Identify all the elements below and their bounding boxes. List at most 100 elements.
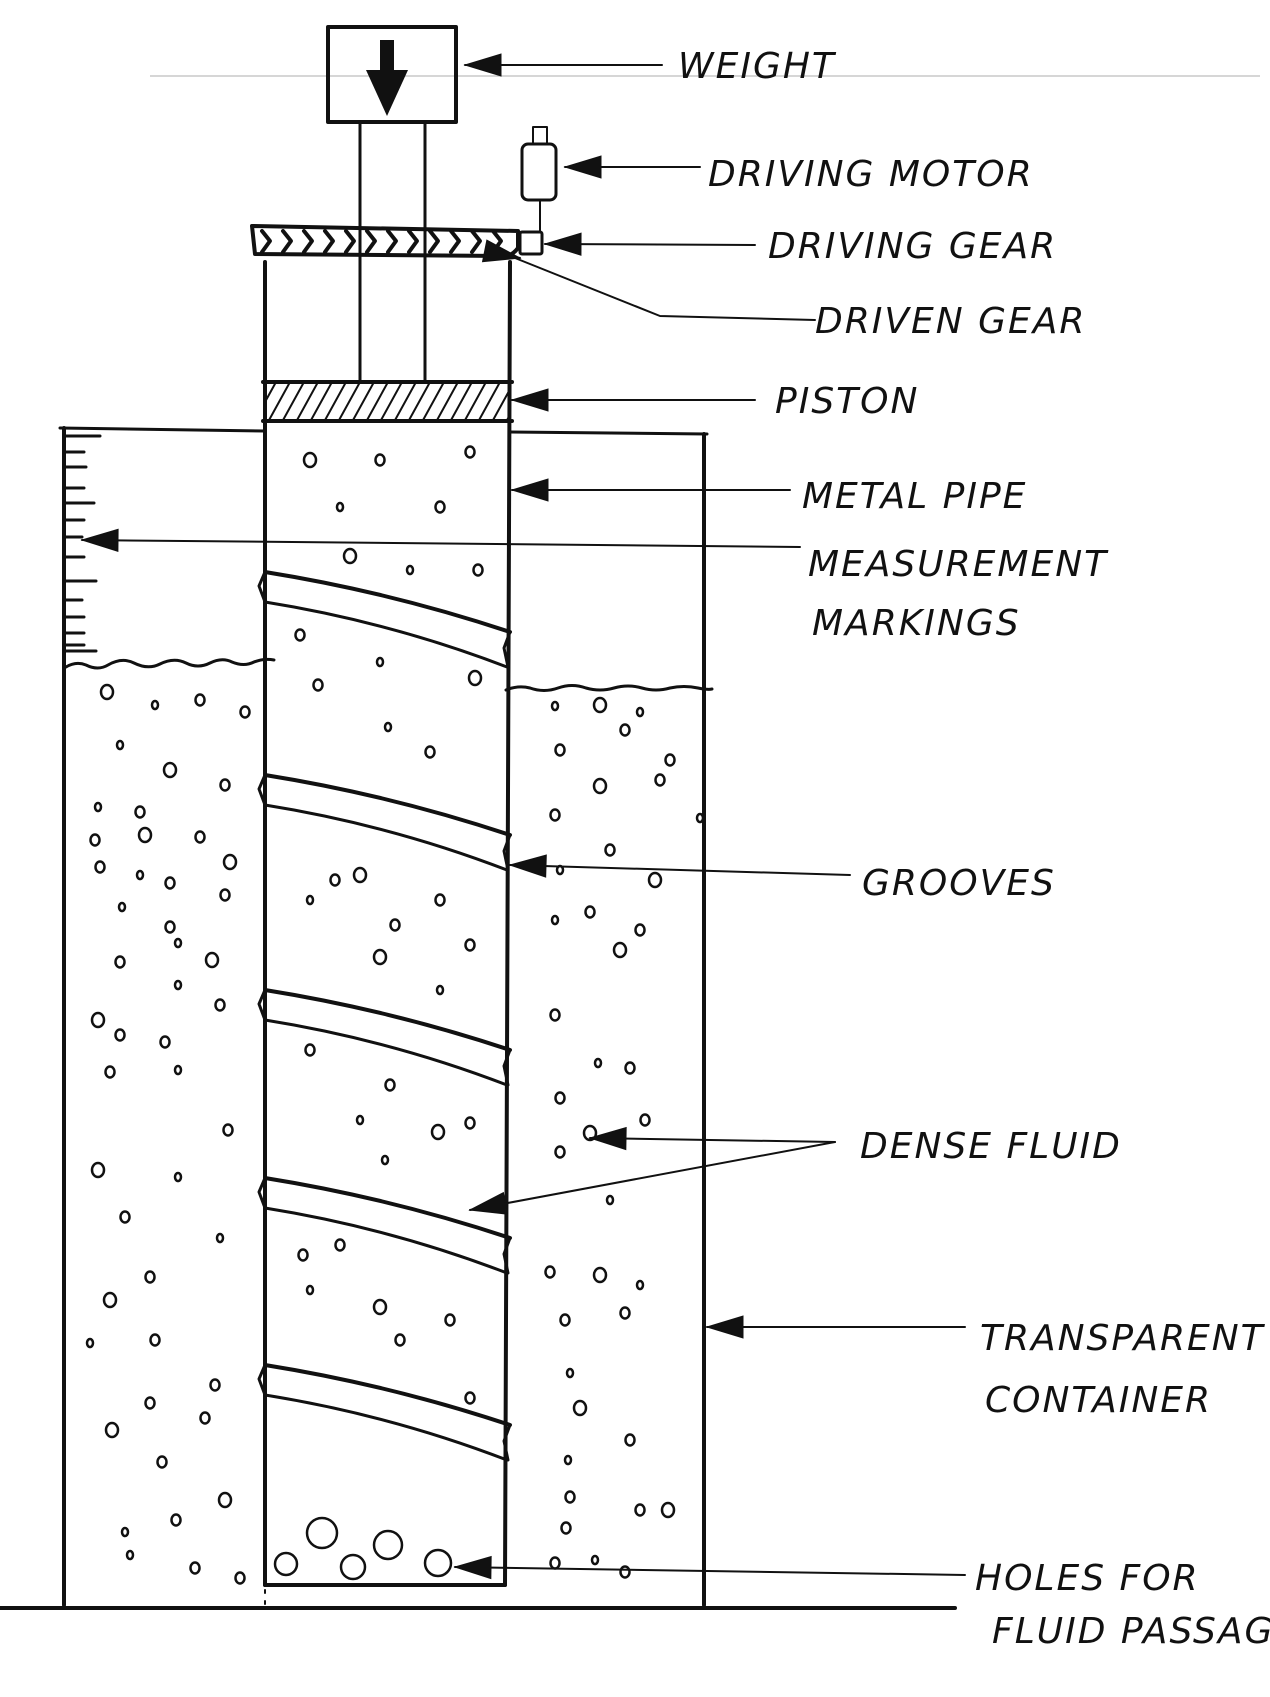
fluid-bubble bbox=[173, 979, 183, 991]
dense-fluid bbox=[85, 445, 705, 1585]
label-holes-1: HOLES FOR bbox=[975, 1558, 1200, 1599]
arrowhead-icon bbox=[705, 1315, 744, 1339]
leader-holes bbox=[453, 1555, 966, 1580]
fluid-bubble bbox=[660, 1501, 676, 1519]
piston-rods bbox=[358, 120, 427, 384]
label-piston: PISTON bbox=[775, 381, 919, 422]
fluid-bubble bbox=[214, 998, 226, 1012]
fluid-bubble bbox=[312, 678, 324, 692]
fluid-bubble bbox=[549, 1556, 561, 1570]
fluid-bubble bbox=[94, 860, 106, 874]
fluid-bubble bbox=[234, 1571, 246, 1585]
fluid-bubble bbox=[89, 833, 101, 847]
fluid-bubble bbox=[549, 808, 561, 822]
gear-tooth bbox=[323, 229, 335, 254]
fluid-surface-left bbox=[64, 657, 276, 670]
piston bbox=[261, 380, 514, 423]
arrowhead-icon bbox=[481, 239, 522, 263]
gear-tooth bbox=[386, 229, 398, 254]
fluid-bubble bbox=[394, 1333, 406, 1347]
fluid-bubble bbox=[554, 743, 566, 757]
leader-metal-pipe bbox=[510, 478, 791, 502]
fluid-bubble bbox=[219, 888, 231, 902]
fluid-bubble bbox=[189, 1561, 201, 1575]
fluid-bubble bbox=[619, 723, 631, 737]
fluid-bubble bbox=[544, 1265, 556, 1279]
fluid-bubble bbox=[564, 1490, 576, 1504]
label-transparent-container-2: CONTAINER bbox=[985, 1380, 1212, 1421]
down-arrow-icon bbox=[366, 40, 408, 116]
piston-hatch-line bbox=[407, 382, 431, 422]
fluid-bubble bbox=[430, 1123, 446, 1141]
fluid-bubble bbox=[592, 777, 608, 795]
fluid-bubble bbox=[639, 1113, 651, 1127]
leader-driving-motor bbox=[563, 155, 701, 179]
hole bbox=[423, 1548, 453, 1578]
piston-hatch-line bbox=[281, 382, 305, 422]
fluid-bubble bbox=[434, 893, 446, 907]
gear-tooth bbox=[260, 229, 272, 254]
fluid-bubble bbox=[560, 1521, 572, 1535]
fluid-bubble bbox=[159, 1035, 171, 1049]
fluid-bubble bbox=[93, 801, 103, 813]
driven-gear bbox=[250, 224, 520, 258]
piston-hatch-line bbox=[505, 412, 510, 422]
fluid-bubble bbox=[464, 1116, 476, 1130]
fluid-bubble bbox=[194, 693, 206, 707]
fluid-bubble bbox=[635, 1279, 645, 1291]
fluid-bubble bbox=[550, 914, 560, 926]
fluid-bubble bbox=[372, 1298, 388, 1316]
fluid-bubble bbox=[467, 669, 483, 687]
fluid-bubble bbox=[305, 894, 315, 906]
arrowhead-icon bbox=[453, 1555, 492, 1580]
label-driving-motor: DRIVING MOTOR bbox=[708, 154, 1034, 195]
arrowhead-icon bbox=[543, 232, 582, 256]
fluid-bubble bbox=[164, 876, 176, 890]
fluid-surface-right bbox=[504, 684, 714, 692]
arrowhead-icon bbox=[463, 53, 502, 77]
fluid-bubble bbox=[559, 1313, 571, 1327]
piston-hatch-line bbox=[477, 382, 501, 422]
arrowhead-icon bbox=[510, 388, 549, 412]
fluid-bubble bbox=[90, 1011, 106, 1029]
gear-tooth bbox=[344, 229, 356, 254]
piston-hatch-line bbox=[351, 382, 375, 422]
fluid-bubble bbox=[464, 445, 476, 459]
fluid-bubble bbox=[380, 1154, 390, 1166]
label-holes-2: FLUID PASSAGE bbox=[992, 1611, 1270, 1652]
grooves bbox=[257, 570, 512, 1462]
fluid-bubble bbox=[424, 745, 436, 759]
leader-driven-gear-tip bbox=[481, 239, 522, 263]
label-driven-gear: DRIVEN GEAR bbox=[815, 301, 1086, 342]
fluid-bubble bbox=[149, 1333, 161, 1347]
arrowhead-icon bbox=[563, 155, 602, 179]
fluid-bubble bbox=[550, 700, 560, 712]
fluid-bubble bbox=[115, 739, 125, 751]
fluid-bubble bbox=[549, 1008, 561, 1022]
fluid-bubble bbox=[435, 984, 445, 996]
driving-motor bbox=[520, 126, 558, 233]
metal-pipe bbox=[263, 260, 512, 1611]
fluid-bubble bbox=[355, 1114, 365, 1126]
piston-hatch-line bbox=[295, 382, 319, 422]
fluid-bubble bbox=[654, 773, 666, 787]
piston-hatch-line bbox=[267, 382, 291, 422]
leader-dense-fluid-1 bbox=[588, 1126, 836, 1151]
fluid-bubble bbox=[582, 1124, 598, 1142]
fluid-bubble bbox=[472, 563, 484, 577]
fluid-bubble bbox=[204, 951, 220, 969]
piston-hatch-line bbox=[449, 382, 473, 422]
fluid-bubble bbox=[222, 1123, 234, 1137]
leader-measurement-markings bbox=[80, 528, 801, 553]
fluid-bubble bbox=[624, 1061, 636, 1075]
groove bbox=[257, 1176, 512, 1275]
fluid-bubble bbox=[444, 1313, 456, 1327]
groove bbox=[257, 988, 512, 1087]
fluid-bubble bbox=[170, 1513, 182, 1527]
fluid-bubble bbox=[99, 683, 115, 701]
leader-dense-fluid-2 bbox=[468, 1141, 836, 1215]
fluid-bubble bbox=[565, 1367, 575, 1379]
fluid-bubble bbox=[135, 869, 145, 881]
fluid-bubble bbox=[219, 778, 231, 792]
fluid-bubble bbox=[383, 721, 393, 733]
